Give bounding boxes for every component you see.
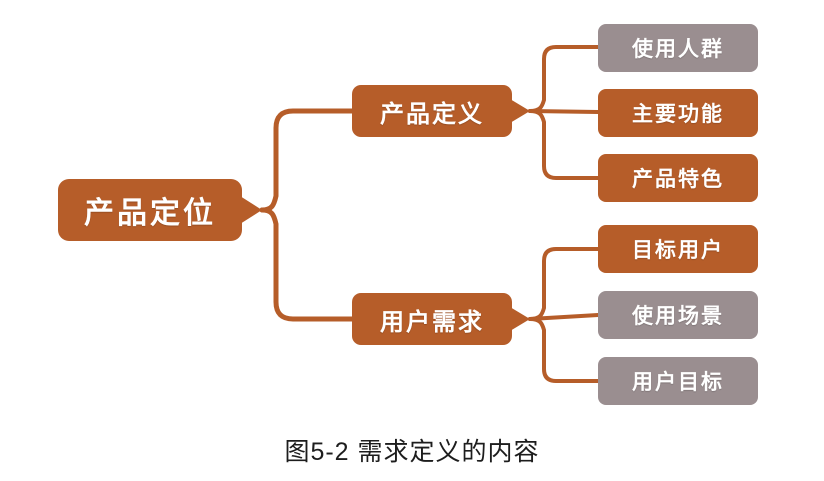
mindmap-branch-node-product-definition[interactable]: 产品定义 xyxy=(352,85,512,137)
mindmap-leaf-node-usage-scenarios[interactable]: 使用场景 xyxy=(598,291,758,339)
connector-root-to-branch-1 xyxy=(259,108,355,213)
mindmap-branch-node-user-requirements[interactable]: 用户需求 xyxy=(352,293,512,345)
mindmap-leaf-node-main-features[interactable]: 主要功能 xyxy=(598,89,758,137)
connector-branch-2-to-leaf-5 xyxy=(528,317,600,383)
mindmap-leaf-node-user-group[interactable]: 使用人群 xyxy=(598,24,758,72)
mindmap-root-node[interactable]: 产品定位 xyxy=(58,179,242,241)
connector-branch-1-to-leaf-2 xyxy=(528,109,600,180)
connector-root-to-branch-2 xyxy=(259,207,355,322)
branch-2-arrow-tab xyxy=(510,307,530,331)
mindmap-leaf-node-product-characteristics[interactable]: 产品特色 xyxy=(598,154,758,202)
connector-branch-1-to-leaf-1 xyxy=(528,109,600,114)
connector-branch-2-to-leaf-4 xyxy=(528,313,600,321)
connector-branch-1-to-leaf-0 xyxy=(528,45,600,113)
mindmap-leaf-node-user-goals[interactable]: 用户目标 xyxy=(598,357,758,405)
branch-1-arrow-tab xyxy=(510,99,530,123)
mindmap-leaf-node-target-users[interactable]: 目标用户 xyxy=(598,225,758,273)
figure-caption: 图5-2 需求定义的内容 xyxy=(284,438,540,466)
root-arrow-tab xyxy=(240,196,262,224)
connector-branch-2-to-leaf-3 xyxy=(528,247,600,321)
